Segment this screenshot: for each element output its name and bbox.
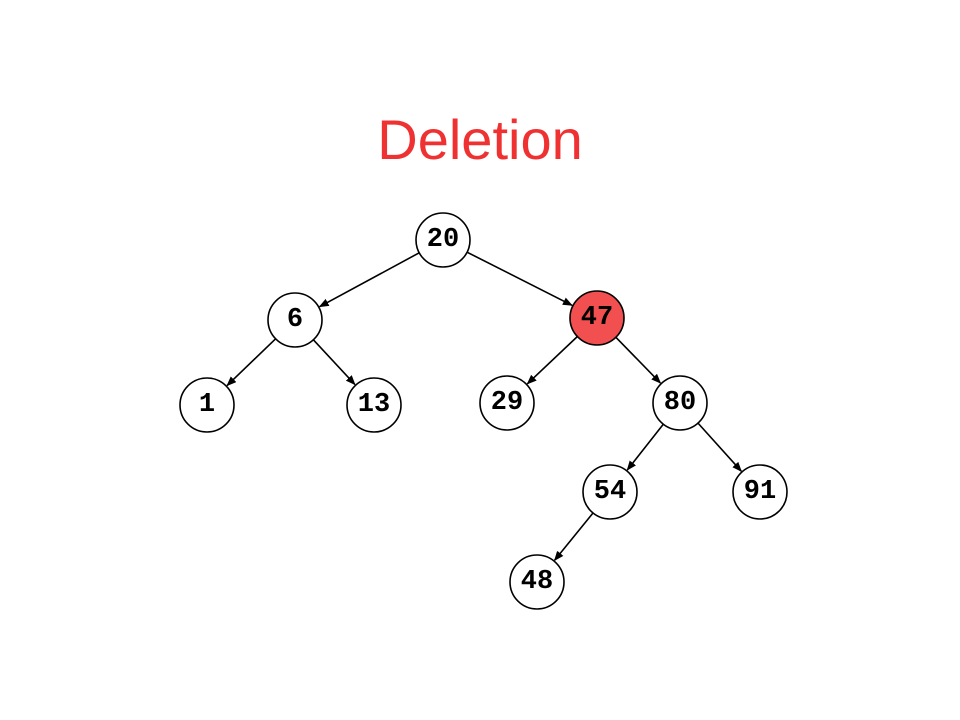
node-label: 1 — [199, 390, 215, 420]
edge-47-80 — [615, 336, 662, 384]
tree-node-47: 47 — [569, 290, 625, 346]
tree-node-13: 13 — [346, 377, 402, 433]
tree-node-1: 1 — [179, 377, 235, 433]
node-circle — [582, 464, 638, 520]
edge-20-6 — [318, 252, 420, 308]
tree-node-54: 54 — [582, 464, 638, 520]
edge-47-29 — [526, 335, 578, 385]
node-circle — [267, 292, 323, 348]
node-label: 91 — [744, 477, 776, 507]
edge-20-47 — [466, 251, 573, 307]
node-label: 20 — [427, 225, 459, 255]
edge-80-54 — [626, 423, 664, 471]
node-circle — [179, 377, 235, 433]
node-circle — [479, 375, 535, 431]
edge-54-48 — [553, 512, 594, 562]
tree-node-48: 48 — [509, 554, 565, 610]
node-circle — [569, 290, 625, 346]
node-circle — [732, 464, 788, 520]
tree-node-80: 80 — [652, 375, 708, 431]
node-label: 48 — [521, 567, 553, 597]
node-circle — [415, 212, 471, 268]
slide-title: Deletion — [377, 108, 583, 171]
tree-node-29: 29 — [479, 375, 535, 431]
node-label: 47 — [581, 303, 613, 333]
node-label: 29 — [491, 388, 523, 418]
edge-6-13 — [312, 339, 356, 386]
tree-node-6: 6 — [267, 292, 323, 348]
node-label: 54 — [594, 477, 626, 507]
node-circle — [346, 377, 402, 433]
tree-node-91: 91 — [732, 464, 788, 520]
tree-node-20: 20 — [415, 212, 471, 268]
node-circle — [652, 375, 708, 431]
edge-80-91 — [697, 422, 742, 472]
node-label: 80 — [664, 388, 696, 418]
edge-6-1 — [226, 338, 277, 387]
node-label: 6 — [287, 305, 303, 335]
node-circle — [509, 554, 565, 610]
node-label: 13 — [358, 390, 390, 420]
